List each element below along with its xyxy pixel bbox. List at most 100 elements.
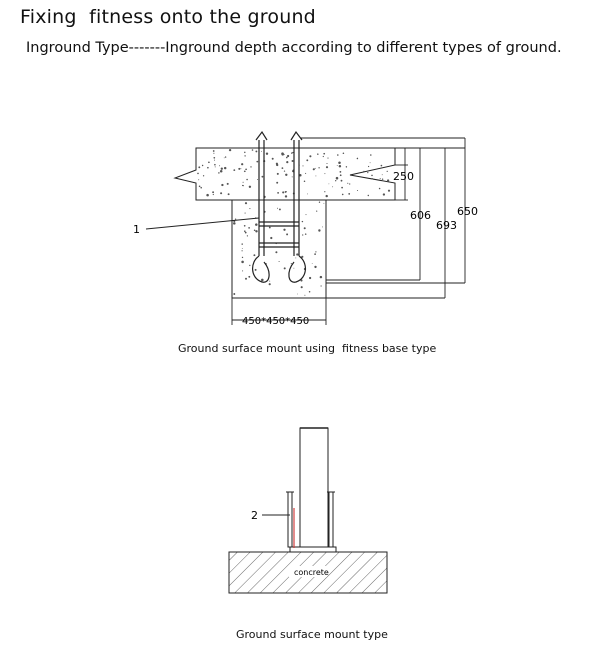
anchor-bolt-right	[288, 130, 306, 283]
speckle-dot	[214, 163, 216, 166]
speckle-dot	[387, 181, 389, 183]
speckle-dot	[327, 157, 329, 159]
speckle-dot	[347, 182, 349, 184]
speckle-dot	[328, 183, 330, 185]
speckle-dot	[296, 253, 299, 256]
speckle-dot	[223, 166, 227, 170]
speckle-dot	[201, 164, 204, 167]
callout-1-leader	[145, 217, 260, 230]
speckle-dot	[248, 227, 250, 229]
speckle-dot	[307, 193, 308, 195]
surface-figure	[228, 427, 388, 594]
speckle-dot	[265, 152, 269, 155]
speckle-dot	[234, 218, 237, 220]
speckle-dot	[198, 185, 201, 188]
speckle-dot	[243, 224, 246, 227]
speckle-dot	[281, 152, 284, 155]
speckle-dot	[242, 181, 244, 183]
speckle-dot	[248, 185, 252, 188]
speckle-dot	[315, 251, 317, 253]
speckle-dot	[276, 172, 279, 175]
speckle-dot	[256, 160, 259, 163]
speckle-dot	[367, 165, 370, 168]
speckle-dot	[295, 257, 297, 259]
speckle-dot	[336, 164, 338, 166]
speckle-dot	[323, 152, 326, 155]
speckle-dot	[242, 270, 244, 272]
speckle-dot	[338, 161, 341, 165]
speckle-dot	[293, 267, 295, 269]
speckle-dot	[341, 186, 343, 189]
speckle-dot	[301, 255, 304, 258]
surface-bolts	[286, 491, 335, 548]
speckle-dot	[233, 169, 236, 172]
speckle-dot	[218, 172, 220, 174]
speckle-dot	[212, 193, 214, 196]
speckle-dot	[315, 175, 317, 177]
speckle-dot	[305, 214, 307, 216]
speckle-dot	[301, 220, 304, 223]
speckle-dot	[271, 157, 274, 160]
page-subtitle: Inground Type-------Inground depth accor…	[26, 40, 562, 56]
speckle-dot	[241, 260, 244, 264]
speckle-dot	[378, 187, 381, 190]
speckle-dot	[220, 192, 223, 195]
dimension-650: 650	[457, 205, 478, 218]
speckle-dot	[386, 179, 390, 182]
dimension-693: 693	[436, 219, 457, 232]
speckle-dot	[261, 175, 264, 178]
speckle-dot	[339, 174, 342, 177]
speckle-dot	[270, 236, 273, 240]
speckle-dot	[290, 263, 292, 265]
speckle-dot	[276, 181, 279, 184]
speckle-dot	[304, 294, 306, 296]
speckle-dot	[299, 174, 302, 177]
speckle-dot	[345, 166, 348, 168]
inground-figure	[145, 130, 466, 325]
speckle-dot	[233, 293, 236, 295]
speckle-dot	[303, 180, 306, 183]
dimension-250: 250	[393, 170, 414, 183]
speckle-dot	[219, 170, 223, 173]
speckle-dot	[244, 155, 246, 157]
speckle-dot	[275, 251, 278, 254]
speckle-dot	[318, 167, 320, 169]
speckle-dot	[213, 152, 215, 154]
speckle-dot	[249, 264, 251, 267]
speckle-dot	[213, 156, 216, 159]
page-title: Fixing fitness onto the ground	[20, 6, 316, 28]
anchor-bolt-left	[252, 130, 270, 283]
anchor-cross-plates	[259, 221, 299, 248]
speckle-dot	[241, 250, 243, 252]
speckle-dot	[278, 208, 281, 211]
speckle-dot	[387, 189, 391, 192]
speckle-dot	[379, 178, 381, 180]
speckle-dot	[285, 156, 288, 159]
speckle-dot	[363, 170, 365, 172]
speckle-dot	[303, 227, 306, 230]
speckle-dot	[285, 173, 288, 176]
speckle-dot	[291, 176, 293, 178]
speckle-dot	[200, 186, 202, 189]
speckle-dot	[335, 180, 337, 182]
speckle-dot	[261, 278, 264, 282]
speckle-dot	[248, 275, 251, 278]
speckle-dot	[254, 268, 257, 271]
speckle-dot	[244, 212, 246, 214]
speckle-dot	[318, 201, 321, 203]
speckle-dot	[317, 153, 319, 155]
speckle-dot	[349, 183, 351, 185]
speckle-dot	[257, 179, 258, 180]
speckle-dot	[286, 233, 289, 236]
speckle-dot	[380, 164, 383, 167]
speckle-dot	[212, 150, 215, 152]
speckle-dot	[213, 159, 216, 161]
speckle-dot	[314, 265, 317, 269]
speckle-dot	[245, 277, 247, 280]
speckle-dot	[244, 231, 247, 234]
speckle-dot	[306, 159, 309, 162]
speckle-dot	[323, 202, 325, 204]
speckle-dot	[371, 174, 373, 177]
speckle-dot	[338, 164, 342, 168]
